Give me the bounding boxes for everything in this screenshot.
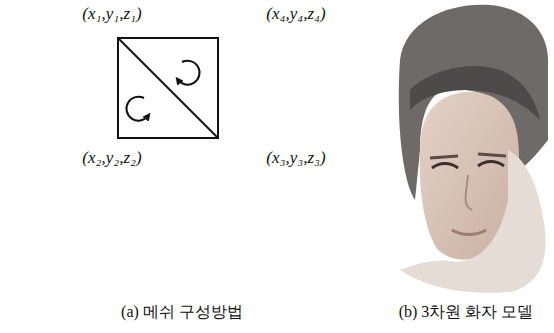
vertex-coordinate: (x₂,y₂,z₂)	[82, 148, 141, 168]
mesh-square	[118, 38, 218, 138]
subfigure-caption: (a) 메쉬 구성방법	[121, 302, 243, 323]
subfigure-caption: (b) 3차원 화자 모델	[399, 302, 534, 323]
vertex-coordinate: (x₁,y₁,z₁)	[82, 4, 141, 24]
vertex-coordinate: (x₃,y₃,z₃)	[266, 148, 325, 168]
vertex-coordinate: (x₄,y₄,z₄)	[266, 4, 325, 24]
speaker-model	[399, 5, 548, 293]
